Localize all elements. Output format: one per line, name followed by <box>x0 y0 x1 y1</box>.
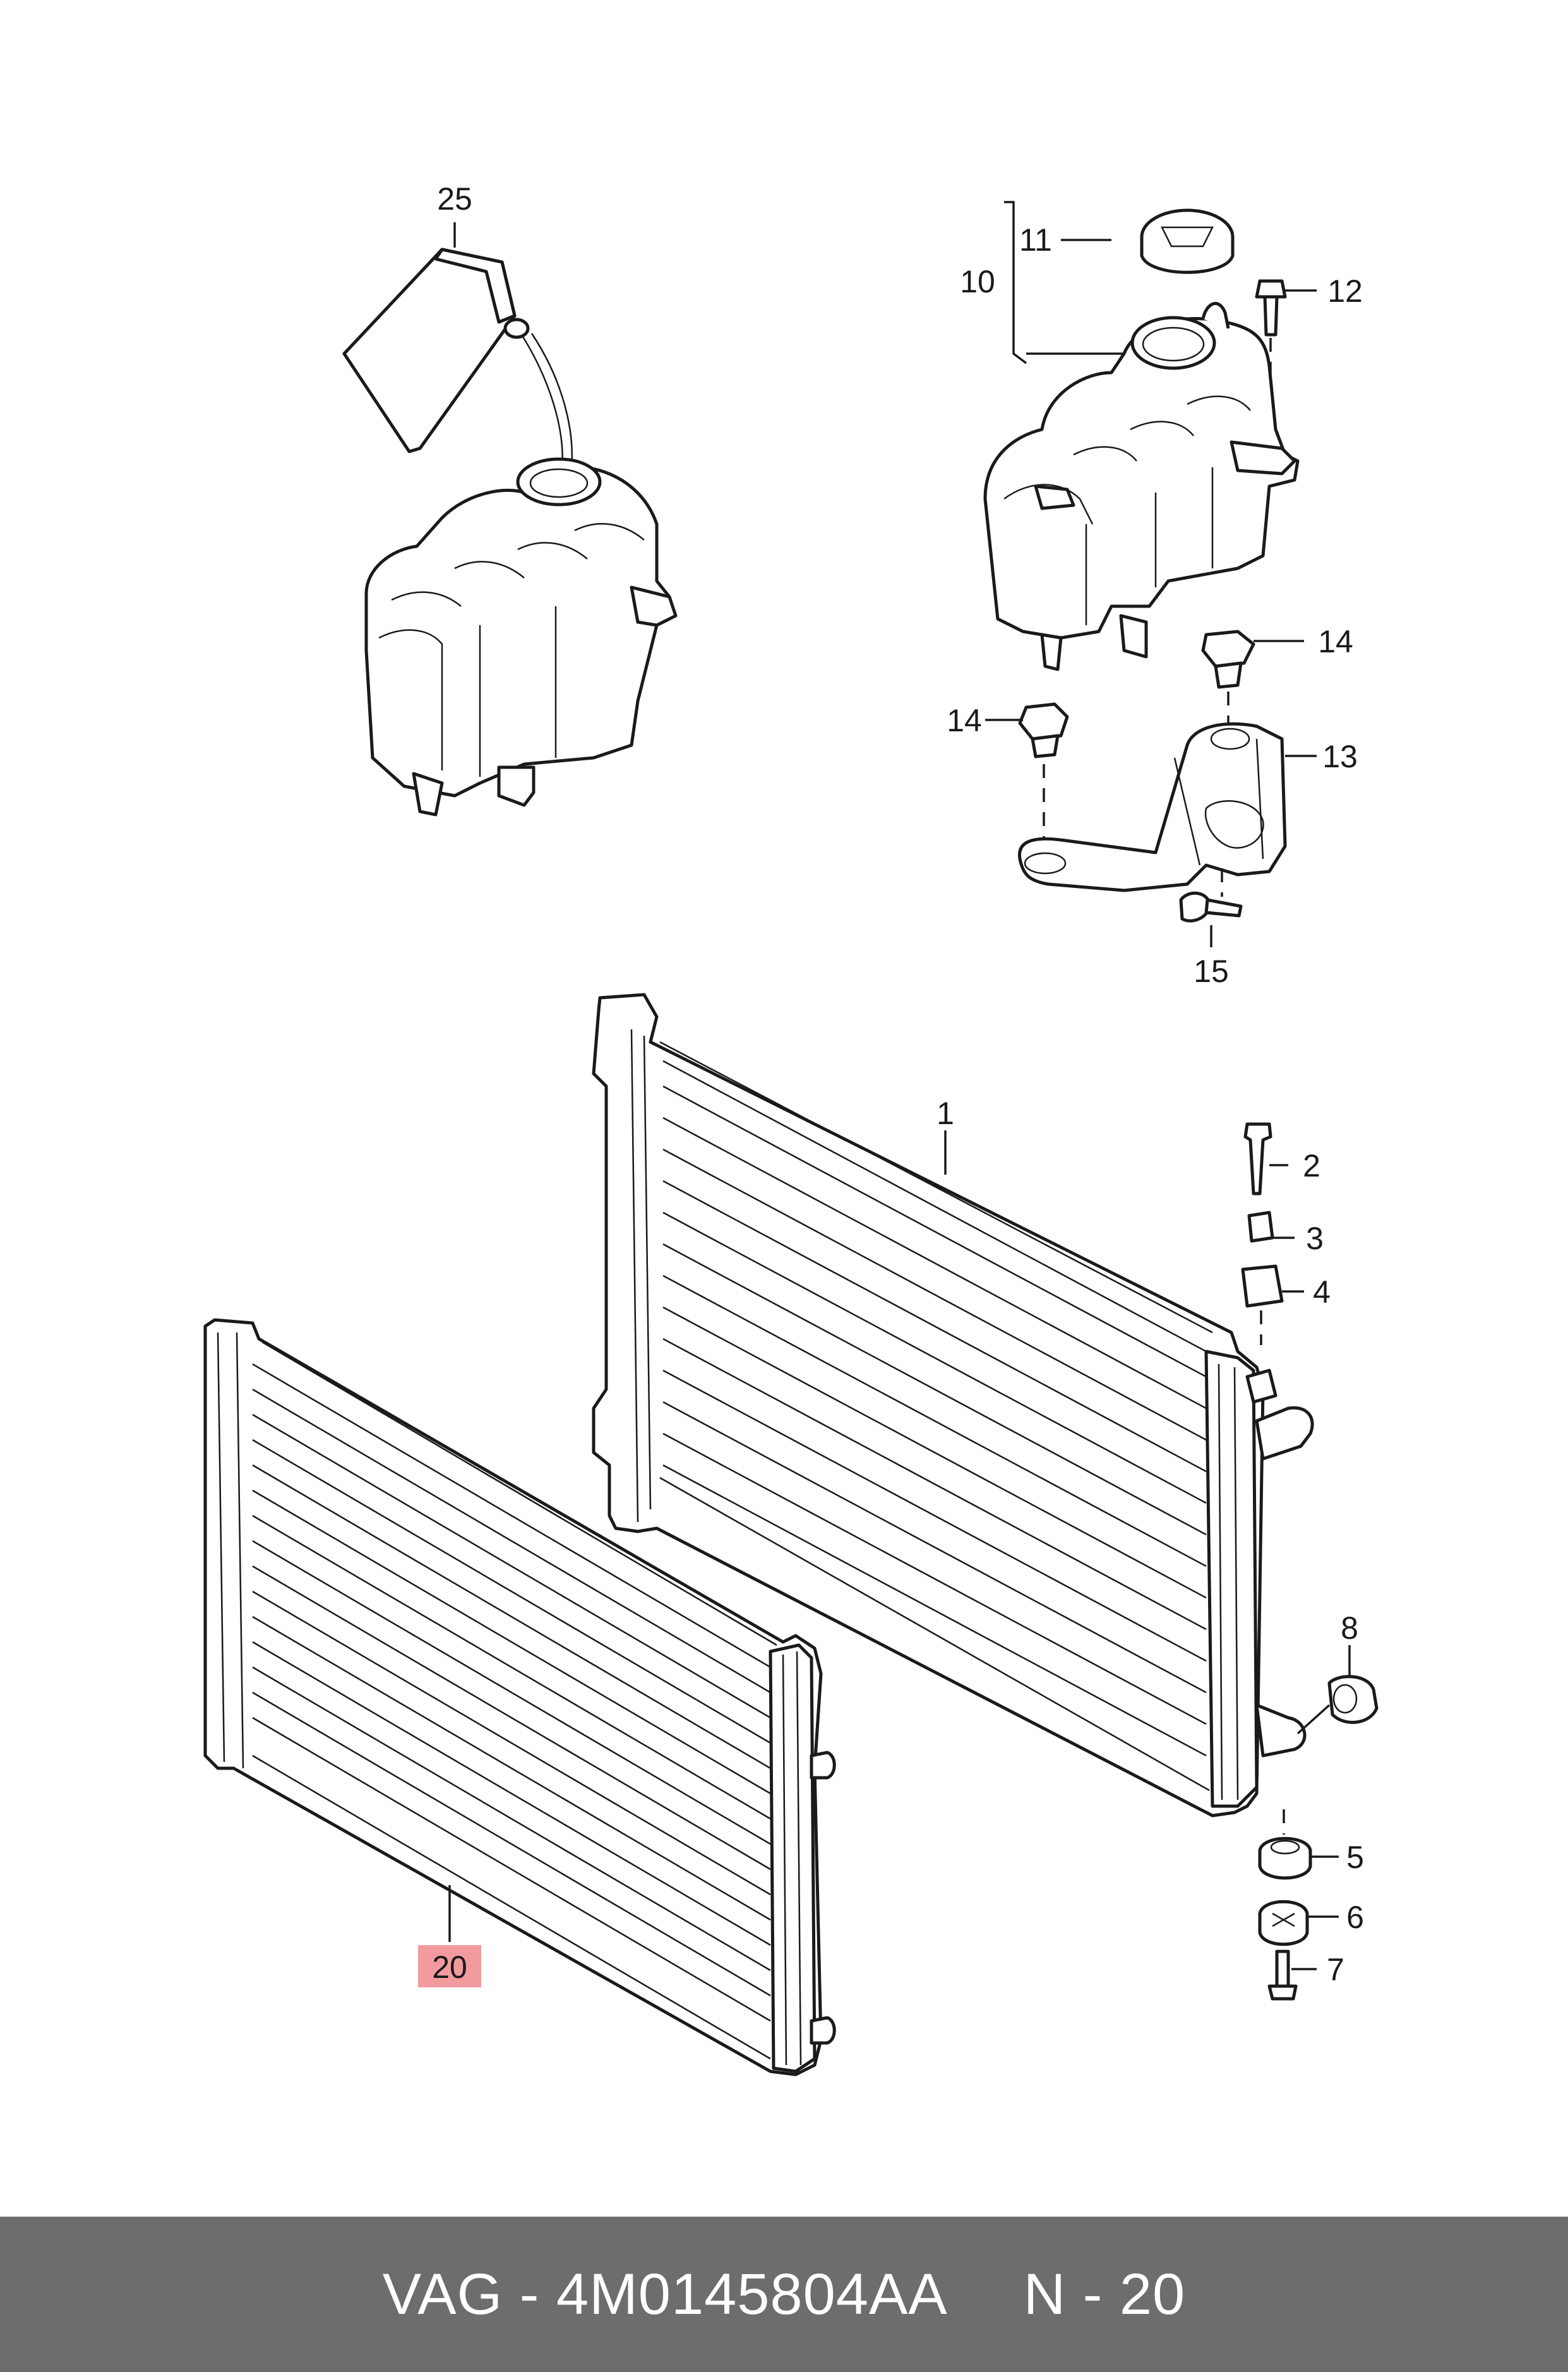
callout-5: 5 <box>1346 1840 1364 1875</box>
callout-7: 7 <box>1327 1952 1344 1987</box>
callout-14-left: 14 <box>947 703 982 738</box>
brand-part-number: VAG - 4M0145804AA <box>382 2261 948 2327</box>
pin-2 <box>1243 1122 1272 1195</box>
bolt-15 <box>1179 891 1243 923</box>
callout-25: 25 <box>437 181 472 217</box>
callout-11: 11 <box>1019 222 1052 258</box>
callout-6: 6 <box>1346 1900 1364 1935</box>
bracket-13 <box>1017 722 1287 892</box>
part-number-footer: VAG - 4M0145804AA N - 20 <box>0 2217 1568 2372</box>
diagram-position: N - 20 <box>1023 2261 1186 2327</box>
rubber-mount-4 <box>1241 1264 1284 1308</box>
radiator-20 <box>203 1318 836 2076</box>
rubber-mount-5 <box>1258 1836 1312 1880</box>
callout-8: 8 <box>1341 1610 1358 1646</box>
callout-1: 1 <box>937 1096 954 1131</box>
bushing-3 <box>1247 1211 1274 1243</box>
callout-10: 10 <box>960 264 995 299</box>
callout-2: 2 <box>1303 1148 1320 1183</box>
bolt-12 <box>1255 279 1287 337</box>
callout-3: 3 <box>1306 1221 1324 1256</box>
callout-13: 13 <box>1322 739 1358 774</box>
bolt-7 <box>1267 1950 1298 2001</box>
callout-14-right: 14 <box>1318 624 1353 659</box>
filler-cap <box>1140 208 1235 274</box>
rubber-mount-14-left <box>1018 702 1069 758</box>
callout-4: 4 <box>1313 1274 1331 1310</box>
expansion-tank <box>983 302 1300 671</box>
callout-12: 12 <box>1327 273 1363 309</box>
callout-20: 20 <box>432 1950 467 1985</box>
parts-diagram: 25 11 10 12 14 14 13 15 1 2 3 4 8 5 6 7 … <box>203 181 1379 2076</box>
callout-15: 15 <box>1194 954 1229 989</box>
expansion-tank-filled <box>364 457 678 817</box>
radiator-1 <box>592 993 1314 1818</box>
coolant-bottle <box>342 248 573 468</box>
retainer-6 <box>1258 1900 1309 1946</box>
plug-8 <box>1327 1675 1379 1724</box>
rubber-mount-14-right <box>1201 630 1255 689</box>
